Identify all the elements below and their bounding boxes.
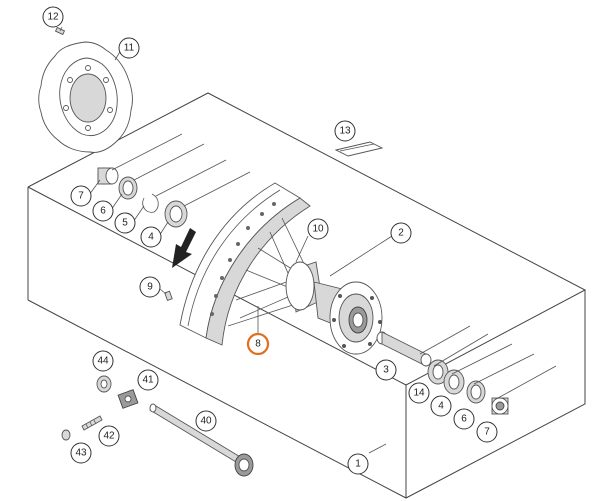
- callout-43: 43: [70, 442, 92, 464]
- callout-9: 9: [139, 276, 161, 298]
- svg-text:43: 43: [75, 448, 87, 459]
- svg-text:3: 3: [383, 365, 389, 376]
- callout-11: 11: [118, 37, 140, 59]
- callout-13: 13: [334, 120, 356, 142]
- svg-text:6: 6: [100, 206, 106, 217]
- callout-40: 40: [195, 410, 217, 432]
- callout-14: 14: [408, 382, 430, 404]
- right-leader-lines: [419, 325, 557, 399]
- right-spacer: [491, 397, 509, 415]
- wheel-rim: [179, 182, 311, 346]
- wheel-axle: [149, 403, 254, 477]
- callout-7-right: 7: [476, 421, 498, 443]
- svg-text:13: 13: [339, 126, 351, 137]
- svg-text:8: 8: [255, 339, 261, 350]
- callout-41: 41: [137, 369, 159, 391]
- svg-text:4: 4: [148, 232, 154, 243]
- svg-text:10: 10: [312, 224, 324, 235]
- left-spacer: [97, 167, 119, 185]
- wheel-hub: [285, 261, 383, 355]
- svg-text:42: 42: [103, 431, 115, 442]
- callout-10: 10: [307, 218, 329, 240]
- clamp-screw: [81, 415, 103, 431]
- right-bearing-inner: [427, 359, 449, 385]
- left-leader-lines: [111, 133, 251, 207]
- svg-text:44: 44: [97, 356, 109, 367]
- svg-text:11: 11: [124, 43, 135, 54]
- left-seal: [118, 176, 138, 200]
- svg-text:14: 14: [413, 388, 425, 399]
- right-bearing: [443, 369, 465, 395]
- callout-12: 12: [42, 6, 64, 28]
- axle-nut: [96, 375, 112, 393]
- brake-disc: [38, 41, 133, 153]
- svg-text:4: 4: [438, 401, 444, 412]
- callout-7-left: 7: [70, 185, 92, 207]
- callout-42: 42: [98, 425, 120, 447]
- callout-6-right: 6: [453, 408, 475, 430]
- svg-text:5: 5: [122, 218, 128, 229]
- svg-text:7: 7: [484, 427, 490, 438]
- axle-clamp: [117, 389, 139, 409]
- assembly-frame: [27, 92, 587, 499]
- clamp-washer: [61, 429, 71, 441]
- hub-spacer-tube: [376, 331, 432, 367]
- svg-text:41: 41: [142, 375, 154, 386]
- callout-4-left: 4: [140, 226, 162, 248]
- svg-text:2: 2: [398, 228, 404, 239]
- svg-text:9: 9: [147, 282, 153, 293]
- label-strip: [334, 141, 384, 157]
- left-bearing: [164, 200, 188, 228]
- callout-5: 5: [114, 212, 136, 234]
- spoke-nipple: [164, 290, 173, 302]
- svg-text:40: 40: [200, 416, 212, 427]
- callout-6-left: 6: [92, 200, 114, 222]
- svg-text:12: 12: [47, 12, 59, 23]
- svg-text:7: 7: [78, 191, 84, 202]
- left-circlip: [142, 193, 159, 213]
- callout-1: 1: [347, 453, 369, 475]
- svg-text:1: 1: [355, 459, 361, 470]
- callout-4-right: 4: [430, 395, 452, 417]
- callout-44: 44: [92, 350, 114, 372]
- callout-2: 2: [390, 222, 412, 244]
- right-seal: [466, 380, 486, 404]
- rotation-arrow-icon: [172, 228, 196, 268]
- svg-text:6: 6: [461, 414, 467, 425]
- callout-3: 3: [375, 359, 397, 381]
- callout-8: 8: [246, 332, 270, 356]
